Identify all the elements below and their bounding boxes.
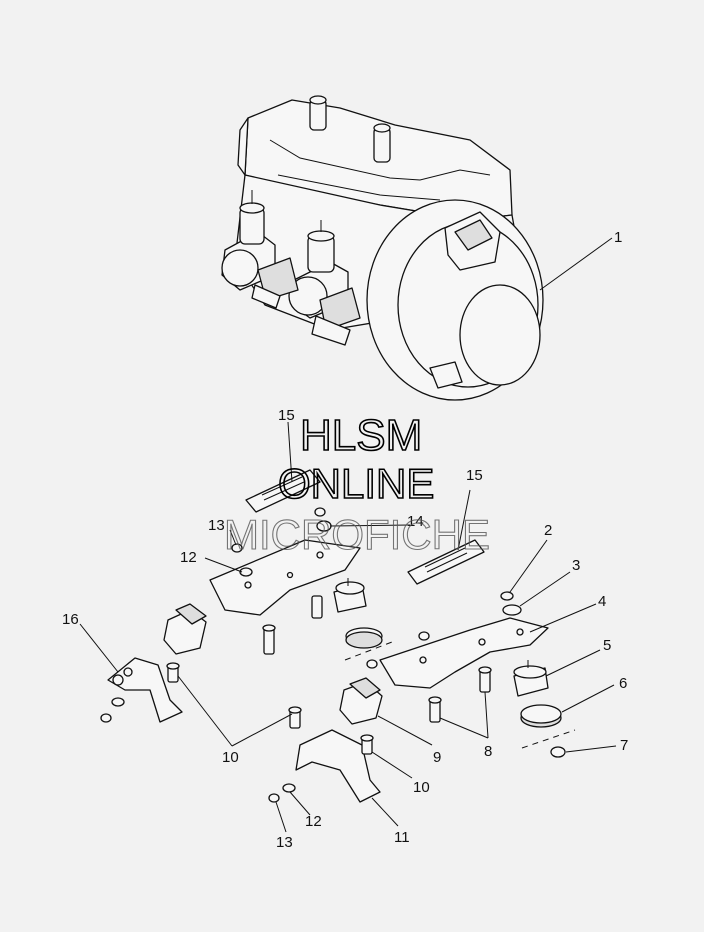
- watermark-line-3: MICROFICHE: [224, 511, 490, 558]
- callout-9: 9: [433, 749, 441, 766]
- right-mount-plate-4: [366, 591, 566, 758]
- watermark: HLSM ONLINE MICROFICHE: [223, 410, 490, 558]
- nut-13-upper: [231, 543, 243, 553]
- callout-1: 1: [614, 229, 622, 246]
- callout-10-left: 10: [222, 749, 239, 766]
- callout-2: 2: [544, 522, 552, 539]
- engine-assembly: [221, 95, 544, 401]
- callout-7: 7: [620, 737, 628, 754]
- callout-6: 6: [619, 675, 627, 692]
- washer-12-upper: [239, 567, 253, 577]
- link-plate-15a: [245, 469, 321, 513]
- callout-14: 14: [407, 513, 424, 530]
- callout-5: 5: [603, 637, 611, 654]
- callout-8: 8: [484, 743, 492, 760]
- lower-bracket-11: [268, 677, 383, 803]
- callout-12-lower: 12: [305, 813, 322, 830]
- callout-12-upper: 12: [180, 549, 197, 566]
- watermark-line-2: ONLINE: [278, 460, 434, 507]
- left-bracket-16: [100, 603, 207, 723]
- callout-13-lower: 13: [276, 834, 293, 851]
- guide-dashes: [344, 641, 576, 749]
- callout-10-right: 10: [413, 779, 430, 796]
- watermark-line-1: HLSM: [300, 411, 422, 460]
- leader-lines: [79, 237, 617, 833]
- hardware-14: [314, 507, 332, 532]
- callout-11: 11: [394, 829, 410, 846]
- left-mount-plate: [209, 539, 383, 655]
- callout-15-upper: 15: [278, 407, 295, 424]
- link-plate-15b: [407, 539, 485, 585]
- callout-labels: 1 2 3 4 5 6 7 8 9 10 10 11 12 12 13 13 1…: [62, 229, 628, 851]
- callout-4: 4: [598, 593, 606, 610]
- callout-3: 3: [572, 557, 580, 574]
- callout-13-upper: 13: [208, 517, 225, 534]
- callout-16: 16: [62, 611, 79, 628]
- callout-15-right: 15: [466, 467, 483, 484]
